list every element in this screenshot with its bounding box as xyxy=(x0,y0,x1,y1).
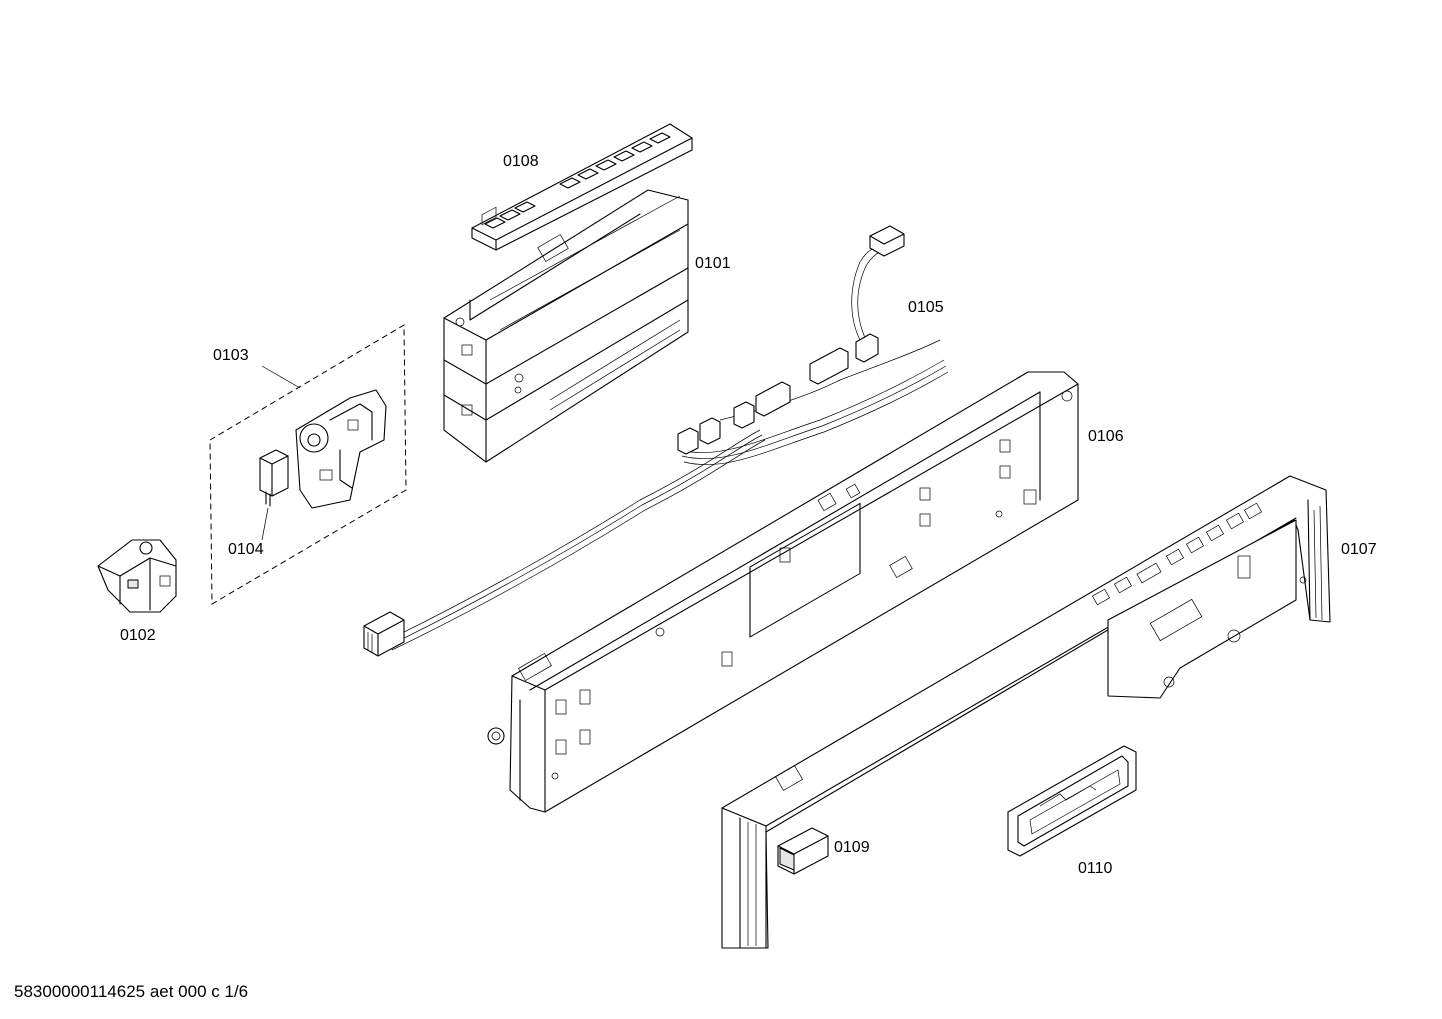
part-0104-micro-switch xyxy=(259,449,289,541)
part-0101-control-module xyxy=(443,189,689,463)
part-label-0106: 0106 xyxy=(1088,428,1124,445)
part-label-0110: 0110 xyxy=(1078,860,1113,877)
part-label-0101: 0101 xyxy=(695,255,731,272)
drawing-code: 58300000114625 aet 000 c 1/6 xyxy=(14,982,249,1001)
part-label-0108: 0108 xyxy=(503,153,539,170)
part-0110-handle-frame xyxy=(1007,745,1137,857)
part-0106-frame xyxy=(487,371,1079,813)
part-0105-wiring-harness xyxy=(363,225,949,657)
part-label-0104: 0104 xyxy=(228,541,264,558)
part-label-0105: 0105 xyxy=(908,299,944,316)
part-0108-key-strip xyxy=(471,123,693,251)
part-label-0109: 0109 xyxy=(834,839,870,856)
part-0107-fascia-panel xyxy=(721,475,1331,949)
part-label-0107: 0107 xyxy=(1341,541,1377,558)
part-0103-group-outline xyxy=(209,324,407,605)
part-0103-dispenser xyxy=(295,389,387,509)
part-0109-button-cap xyxy=(777,827,829,875)
part-0102-door-lock xyxy=(97,539,177,613)
part-label-0103: 0103 xyxy=(213,347,249,364)
part-label-0102: 0102 xyxy=(120,627,156,644)
